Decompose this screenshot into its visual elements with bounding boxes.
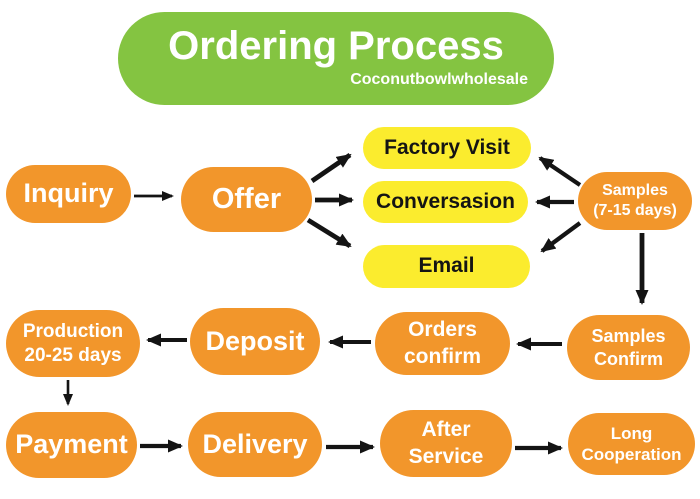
node-delivery: Delivery xyxy=(188,412,322,477)
node-factory-visit: Factory Visit xyxy=(363,127,531,169)
node-inquiry: Inquiry xyxy=(6,165,131,223)
node-email: Email xyxy=(363,245,530,288)
node-orders-confirm: Orders confirm xyxy=(375,312,510,375)
node-orders-confirm-line2: confirm xyxy=(403,344,481,368)
page-title: Ordering Process xyxy=(168,23,504,68)
node-offer: Offer xyxy=(181,167,312,232)
node-long-cooperation: Long Cooperation xyxy=(568,413,695,475)
node-samples-confirm-line2: Confirm xyxy=(594,348,663,369)
node-email-label: Email xyxy=(418,254,475,278)
node-conversasion: Conversasion xyxy=(363,181,528,223)
arrow-offer-to-factory-visit xyxy=(310,153,352,183)
node-payment: Payment xyxy=(6,412,137,478)
node-payment-label: Payment xyxy=(15,429,128,460)
arrow-samples-days-to-email xyxy=(540,221,582,253)
brand-name: Coconutbowlwholesale xyxy=(350,70,528,88)
node-after-service-line1: After xyxy=(421,418,471,442)
node-delivery-label: Delivery xyxy=(202,428,308,459)
arrow-samples-days-to-factory-visit xyxy=(538,156,582,187)
node-samples-7-15-days: Samples (7-15 days) xyxy=(578,172,692,230)
diagram-header: Ordering Process Coconutbowlwholesale xyxy=(118,12,554,105)
node-orders-confirm-line1: Orders xyxy=(408,318,477,342)
node-deposit-label: Deposit xyxy=(205,325,305,356)
node-samples-7-15-days-line2: (7-15 days) xyxy=(593,202,677,219)
node-offer-label: Offer xyxy=(211,183,282,216)
arrow-offer-to-email xyxy=(306,217,352,249)
node-after-service: After Service xyxy=(380,410,512,477)
node-long-cooperation-line2: Cooperation xyxy=(581,445,682,464)
node-inquiry-label: Inquiry xyxy=(23,178,114,209)
node-deposit: Deposit xyxy=(190,308,320,375)
node-samples-confirm: Samples Confirm xyxy=(567,315,690,380)
node-after-service-line2: Service xyxy=(408,444,484,468)
node-samples-7-15-days-line1: Samples xyxy=(602,182,668,199)
node-production-line2: 20-25 days xyxy=(24,344,122,366)
node-production-20-25-days: Production 20-25 days xyxy=(6,310,140,377)
node-production-line1: Production xyxy=(22,320,124,342)
node-long-cooperation-line1: Long xyxy=(610,423,653,443)
node-conversasion-label: Conversasion xyxy=(376,189,515,213)
node-samples-confirm-line1: Samples xyxy=(591,326,666,346)
node-factory-visit-label: Factory Visit xyxy=(384,135,510,159)
